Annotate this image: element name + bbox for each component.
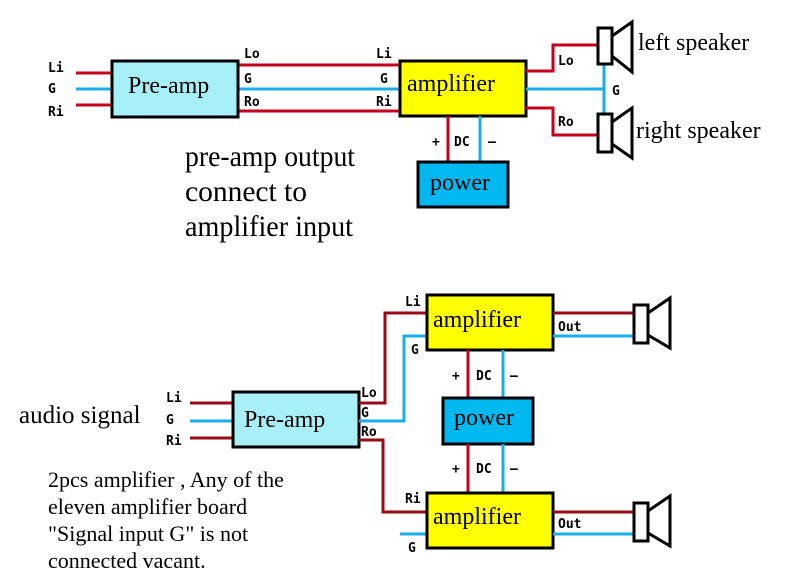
b-preamp-ro-label: Ro bbox=[361, 425, 377, 440]
amp1-g-label: G bbox=[411, 343, 419, 358]
b-power-label: power bbox=[454, 405, 514, 431]
note-line-4: connected vacant. bbox=[48, 548, 206, 573]
amplifier-label: amplifier bbox=[407, 71, 495, 97]
amp1-box bbox=[425, 293, 555, 352]
out-g-label: G bbox=[612, 84, 620, 99]
amp1-label: amplifier bbox=[433, 307, 521, 333]
preamp-ro-label: Ro bbox=[244, 95, 260, 110]
preamp-lo-label: Lo bbox=[244, 47, 260, 62]
amp2-ri-label: Ri bbox=[405, 492, 421, 507]
power-box bbox=[416, 160, 510, 209]
preamp-box bbox=[110, 59, 240, 119]
amp1-out-label: Out bbox=[558, 320, 581, 335]
out-ro-label: Ro bbox=[558, 115, 574, 130]
note-line-3: "Signal input G" is not bbox=[48, 521, 248, 546]
preamp-g-label: G bbox=[244, 72, 252, 87]
left-speaker-label: left speaker bbox=[638, 30, 749, 56]
amp2-g-label: G bbox=[408, 541, 416, 556]
dc-plus-label: + bbox=[432, 135, 440, 150]
input-g-label: G bbox=[48, 82, 56, 97]
caption-line-3: amplifier input bbox=[185, 210, 354, 243]
dc2-minus-label: – bbox=[510, 462, 518, 477]
dc1-plus-label: + bbox=[452, 369, 460, 384]
b-preamp-label: Pre-amp bbox=[244, 407, 325, 433]
amp-li-label: Li bbox=[376, 47, 392, 62]
left-speaker-icon bbox=[596, 19, 634, 76]
amp2-out-label: Out bbox=[558, 517, 581, 532]
dc-minus-label: – bbox=[488, 135, 496, 150]
b-lo-wire bbox=[359, 311, 427, 405]
amp-ri-label: Ri bbox=[376, 95, 392, 110]
b-input-li-label: Li bbox=[166, 391, 182, 406]
note-line-2: eleven amplifier board bbox=[48, 494, 247, 519]
b-g-wire bbox=[359, 334, 427, 423]
b-preamp-box bbox=[231, 390, 361, 449]
dc-label: DC bbox=[454, 135, 470, 150]
amp2-label: amplifier bbox=[433, 504, 521, 530]
b-preamp-g-label: G bbox=[361, 406, 369, 421]
b-preamp-lo-label: Lo bbox=[361, 386, 377, 401]
input-li-label: Li bbox=[48, 61, 64, 76]
caption-line-2: connect to bbox=[185, 175, 307, 208]
amp2-speaker-icon bbox=[632, 493, 672, 549]
dc1-label: DC bbox=[476, 369, 492, 384]
out-lo-wire bbox=[526, 43, 600, 73]
amp1-li-label: Li bbox=[405, 295, 421, 310]
caption-line-1: pre-amp output bbox=[185, 140, 356, 173]
out-lo-label: Lo bbox=[558, 54, 574, 69]
right-speaker-icon bbox=[596, 105, 634, 161]
b-input-g-label: G bbox=[166, 413, 174, 428]
b-input-ri-label: Ri bbox=[166, 434, 182, 449]
dc1-minus-label: – bbox=[510, 369, 518, 384]
power-label: power bbox=[430, 170, 490, 196]
amp-g-label: G bbox=[380, 72, 388, 87]
amp2-box bbox=[425, 491, 555, 550]
preamp-label: Pre-amp bbox=[128, 73, 209, 99]
audio-signal-label: audio signal bbox=[19, 402, 141, 429]
amp1-speaker-icon bbox=[632, 295, 672, 351]
note-line-1: 2pcs amplifier , Any of the bbox=[48, 467, 284, 492]
dc2-plus-label: + bbox=[452, 462, 460, 477]
input-ri-label: Ri bbox=[48, 105, 64, 120]
b-power-box bbox=[441, 396, 535, 446]
b-ro-wire bbox=[359, 438, 427, 514]
right-speaker-label: right speaker bbox=[636, 118, 761, 144]
out-ro-wire bbox=[526, 106, 600, 137]
dc2-label: DC bbox=[476, 462, 492, 477]
